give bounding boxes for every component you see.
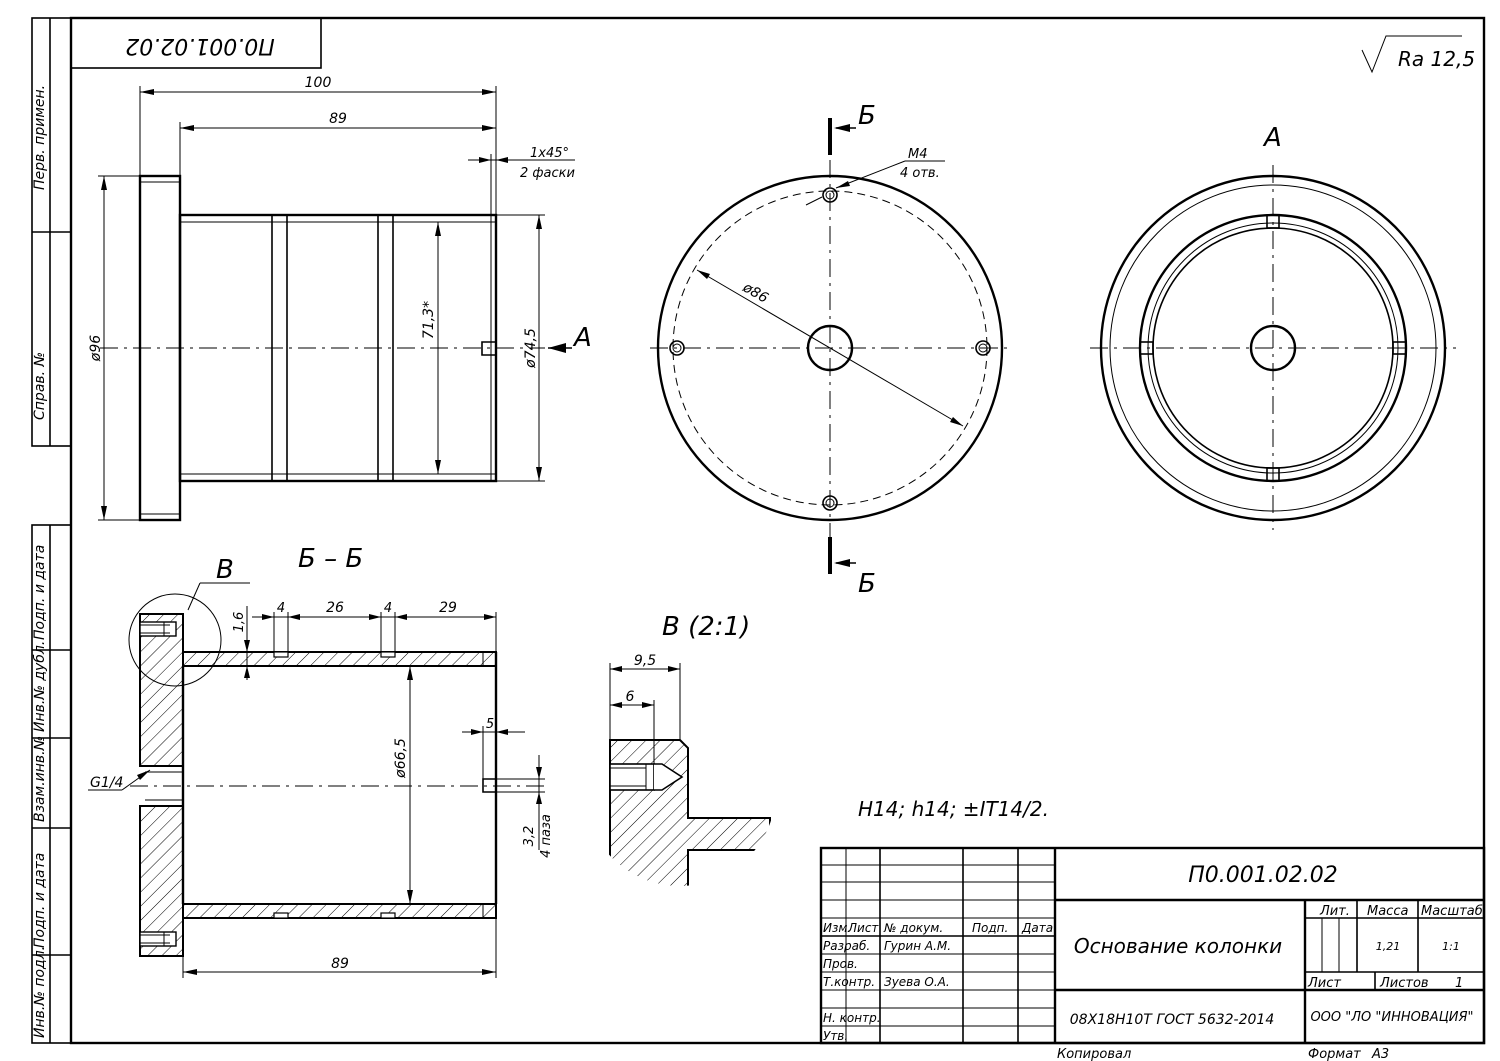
dim-groove-dia: 71,3* — [421, 301, 437, 339]
company: ООО "ЛО "ИННОВАЦИЯ" — [1310, 1010, 1473, 1025]
mass-label: Масса — [1367, 904, 1408, 919]
thread-label: G1/4 — [90, 775, 123, 791]
view-arrow-label: А — [572, 323, 592, 353]
hdr-izm: Изм. — [823, 921, 851, 935]
sheets-label: Листов — [1379, 976, 1429, 991]
role-label: Разраб. — [823, 939, 870, 953]
hdr-date: Дата — [1021, 921, 1053, 935]
format-label: Формат — [1308, 1047, 1361, 1061]
stamp-label: Перв. примен. — [32, 85, 48, 190]
section-title: Б – Б — [298, 544, 363, 574]
view-a: А — [1090, 123, 1456, 530]
detail-b: В (2:1) 9,5 6 — [609, 612, 771, 886]
copied-label: Копировал — [1057, 1047, 1131, 1061]
flange-view: Б Б M4 4 отв. ø86 — [650, 101, 1010, 599]
dim-inner-dia: ø66,5 — [393, 738, 409, 779]
dim-bottom-length: 89 — [331, 956, 349, 972]
designation: П0.001.02.02 — [1188, 863, 1338, 888]
dim-body-length: 89 — [329, 111, 347, 127]
mirror-code-box: П0.001.02.02 — [70, 17, 322, 69]
section-bb: Б – Б В — [128, 544, 545, 957]
stamp-label: Инв.№ подл. — [32, 946, 48, 1038]
tolerance-note: H14; h14; ±IT14/2. — [858, 797, 1049, 821]
stamp-label: Справ. № — [32, 352, 48, 420]
dim-chamfer-note: 2 фаски — [520, 166, 575, 181]
role-label: Пров. — [823, 957, 858, 971]
sheets-value: 1 — [1455, 976, 1463, 991]
hdr-list: Лист — [847, 921, 879, 935]
lit-label: Лит. — [1319, 904, 1350, 919]
title-block — [819, 846, 1486, 1045]
dim-body-dia: ø74,5 — [523, 328, 539, 369]
detail-title: В (2:1) — [662, 612, 750, 642]
dim-end: 29 — [439, 600, 457, 616]
material: 08Х18Н10Т ГОСТ 5632-2014 — [1070, 1012, 1274, 1028]
hdr-doc: № докум. — [883, 921, 943, 935]
mass-value: 1,21 — [1376, 940, 1401, 953]
stamp-label: Взам.инв.№ — [32, 736, 48, 822]
role-label: Утв. — [823, 1029, 848, 1043]
detail-dim-2: 6 — [626, 689, 635, 705]
hole-note: M4 — [908, 147, 928, 162]
part-name: Основание колонки — [1074, 934, 1282, 958]
dim-slot-count: 4 паза — [539, 814, 554, 858]
dim-pcd: ø86 — [739, 279, 771, 307]
role-name: Гурин А.М. — [884, 939, 951, 953]
scale-label: Масштаб — [1421, 904, 1483, 919]
stamp-label: Подп. и дата — [32, 545, 48, 640]
hdr-sign: Подп. — [972, 921, 1008, 935]
title-block-text: П0.001.02.02 Основание колонки 08Х18Н10Т… — [823, 863, 1483, 1061]
role-label: Н. контр. — [823, 1011, 881, 1025]
dim-wall: 1,6 — [232, 612, 247, 633]
detail-dim-1: 9,5 — [634, 653, 656, 669]
dim-flange-dia: ø96 — [88, 335, 104, 362]
role-label: Т.контр. — [823, 975, 875, 989]
dim-slot-width: 3,2 — [522, 826, 537, 847]
roughness-symbol: Ra 12,5 — [1361, 35, 1475, 74]
side-stamp-labels: Перв. примен. Справ. № Подп. и дата Инв.… — [32, 85, 48, 1038]
stamp-label: Инв.№ дубл. — [32, 641, 48, 732]
dim-total-length: 100 — [305, 75, 332, 91]
scale-value: 1:1 — [1442, 940, 1460, 953]
detail-callout-label: В — [216, 555, 234, 585]
dim-slot: 5 — [486, 717, 494, 732]
cut-label-top: Б — [858, 101, 876, 131]
drawing-frame — [31, 16, 1486, 1045]
mirror-code: П0.001.02.02 — [125, 33, 275, 58]
front-view — [100, 174, 545, 522]
hole-count: 4 отв. — [900, 166, 940, 181]
format-value: А3 — [1371, 1047, 1389, 1061]
role-name: Зуева О.А. — [884, 975, 950, 989]
stamp-label: Подп. и дата — [32, 853, 48, 948]
dim-gap: 26 — [326, 600, 344, 616]
front-view-dimensions: 100 89 1x45° 2 фаски ø96 ø74,5 71,3* — [88, 75, 592, 521]
dim-chamfer: 1x45° — [530, 146, 569, 161]
section-bb-dimensions: 4 26 4 29 1,6 ø66,5 5 3,2 4 паза 8 — [88, 600, 554, 978]
cut-label-bottom: Б — [858, 569, 876, 599]
sheet-label: Лист — [1307, 976, 1341, 991]
dim-groove-2: 4 — [384, 601, 392, 616]
dim-groove-1: 4 — [277, 601, 285, 616]
view-a-label: А — [1262, 123, 1282, 153]
roughness-value: Ra 12,5 — [1398, 47, 1475, 71]
